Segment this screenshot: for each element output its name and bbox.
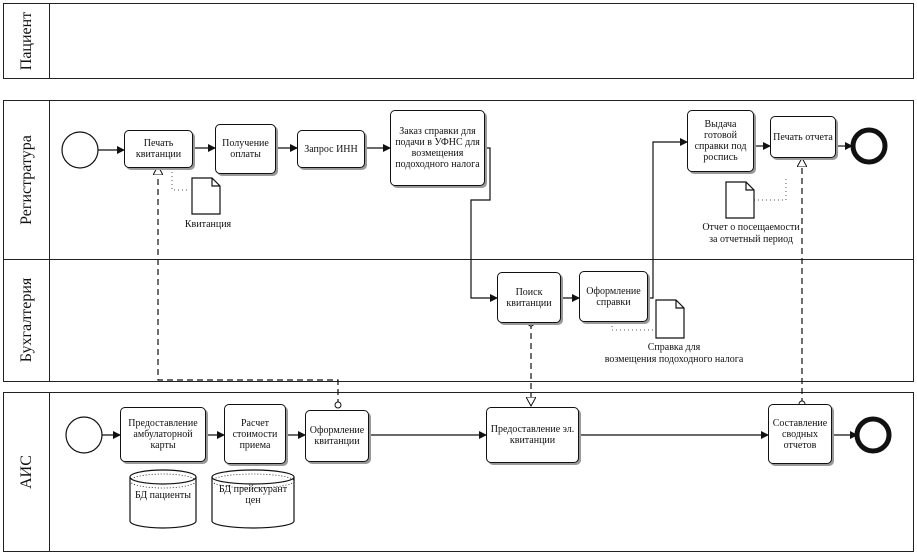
pool-header-patient: Пациент <box>4 4 50 78</box>
database-price-list-icon <box>211 469 295 529</box>
start-event-registry <box>61 131 99 169</box>
pool-patient: Пациент <box>3 3 914 79</box>
database-price-list-label: БД прейскурант цен <box>218 484 288 506</box>
task-label: Печать квитанции <box>135 138 182 160</box>
document-attendance-report-line1: Отчет о посещаемости <box>702 222 800 233</box>
document-attendance-report-icon <box>725 181 755 219</box>
task-print-receipt[interactable]: Печать квитанции <box>124 130 193 168</box>
task-label: Выдача готовой справки под роспись <box>694 119 747 163</box>
task-label: Оформление справки <box>586 285 641 308</box>
task-label: Предоставление эл. квитанции <box>490 424 575 446</box>
task-label: Предоставление амбулаторной карты <box>128 418 198 451</box>
document-attendance-report-label: Отчет о посещаемости за отчетный период <box>676 222 826 246</box>
document-tax-certificate-icon <box>655 299 685 339</box>
task-compose-reports[interactable]: Составление сводных отчетов <box>768 404 832 464</box>
task-label: Запрос ИНН <box>304 143 358 155</box>
document-attendance-report-line2: за отчетный период <box>709 234 793 245</box>
database-patients-icon <box>129 469 197 529</box>
lane-header-column <box>4 101 50 381</box>
task-label: Расчет стоимости приема <box>232 417 278 451</box>
task-issue-certificate[interactable]: Выдача готовой справки под роспись <box>687 110 754 172</box>
end-event-registry <box>850 127 888 165</box>
pool-ais: АИС <box>3 392 914 552</box>
document-receipt-icon <box>191 177 221 215</box>
task-provide-card[interactable]: Предоставление амбулаторной карты <box>120 407 206 462</box>
task-provide-e-receipt[interactable]: Предоставление эл. квитанции <box>486 407 579 463</box>
task-label: Печать отчета <box>773 131 833 143</box>
document-tax-certificate-line2: возмещения подоходного налога <box>604 354 744 365</box>
document-tax-certificate-line1: Справка для <box>647 342 701 353</box>
task-order-certificate[interactable]: Заказ справки для подачи в УФНС для возм… <box>390 110 485 186</box>
database-patients-label: БД пациенты <box>134 490 192 501</box>
task-make-receipt[interactable]: Оформление квитанции <box>305 410 369 462</box>
pool-header-ais: АИС <box>4 393 50 551</box>
task-search-receipt[interactable]: Поиск квитанции <box>497 272 561 323</box>
task-calc-cost[interactable]: Расчет стоимости приема <box>224 404 286 464</box>
task-label: Заказ справки для подачи в УФНС для возм… <box>395 126 480 170</box>
document-receipt-label: Квитанция <box>184 219 232 230</box>
task-label: Получение оплаты <box>222 138 269 160</box>
task-receive-payment[interactable]: Получение оплаты <box>215 124 276 174</box>
lane-separator <box>4 259 913 260</box>
task-label: Поиск квитанции <box>506 286 552 309</box>
task-make-certificate[interactable]: Оформление справки <box>579 271 648 322</box>
task-inn-request[interactable]: Запрос ИНН <box>297 130 365 168</box>
end-event-ais <box>854 416 892 454</box>
task-label: Оформление квитанции <box>309 425 365 447</box>
task-label: Составление сводных отчетов <box>772 417 828 451</box>
start-event-ais <box>65 416 103 454</box>
pool-clinic: Регистратура Бухгалтерия <box>3 100 914 382</box>
document-tax-certificate-label: Справка для возмещения подоходного налог… <box>594 342 754 366</box>
task-print-report[interactable]: Печать отчета <box>770 116 836 158</box>
